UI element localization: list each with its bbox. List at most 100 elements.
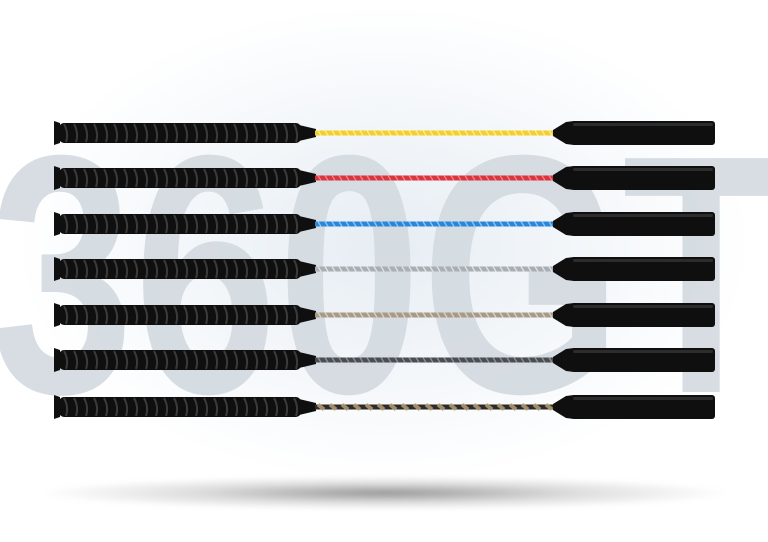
grip-wrap-ridge [263, 397, 269, 417]
grip-wrap-ridge [263, 350, 269, 370]
shaft-stripe [450, 312, 455, 318]
shaft-stripe [508, 402, 518, 412]
grip-wrap-ridge [193, 168, 199, 188]
grip-wrap-ridge [123, 123, 129, 143]
shaft-stripe [408, 266, 413, 272]
shaft-stripe [534, 357, 539, 363]
shaft-stripe [471, 221, 476, 227]
shaft-stripe [457, 175, 462, 181]
shaft-stripe [388, 402, 398, 412]
shaft-stripe [364, 402, 374, 412]
shaft-stripe [359, 221, 364, 227]
shaft-stripe [401, 130, 406, 136]
grip-wrap-ridge [133, 168, 139, 188]
grip-wrap-ridge [263, 305, 269, 325]
shaft-stripe [450, 221, 455, 227]
shaft-stripe [506, 175, 511, 181]
grip-wrap-ridge [263, 123, 269, 143]
shaft-stripe [422, 175, 427, 181]
shaft-stripe [380, 221, 385, 227]
shaft-stripe [422, 312, 427, 318]
shaft-stripe [464, 130, 469, 136]
shaft-stripe [471, 266, 476, 272]
grip-wrap-ridge [153, 305, 159, 325]
grip-wrap-ridge [213, 168, 219, 188]
grip-wrap-ridge [73, 123, 79, 143]
shaft-stripe [324, 357, 329, 363]
shaft-stripe [548, 130, 553, 136]
grip-wrap-ridge [293, 259, 299, 279]
shaft-stripe [373, 221, 378, 227]
grip-wrap-ridge [63, 123, 69, 143]
shaft-stripe [436, 175, 441, 181]
shaft-stripe [317, 357, 322, 363]
shaft-stripe [443, 357, 448, 363]
shaft-stripe [492, 221, 497, 227]
grip-wrap-ridge [123, 214, 129, 234]
shaft-stripe [472, 402, 482, 412]
shaft-stripe [429, 357, 434, 363]
shaft-stripe [499, 221, 504, 227]
shaft-stripe [436, 130, 441, 136]
popper-taper [553, 348, 574, 372]
handle-end-cap [54, 121, 60, 145]
shaft-stripe [429, 266, 434, 272]
shaft-stripe [443, 266, 448, 272]
grip-wrap-ridge [173, 397, 179, 417]
shaft-stripe [422, 266, 427, 272]
shaft-stripe [464, 266, 469, 272]
popper [571, 348, 715, 372]
grip-wrap-ridge [253, 214, 259, 234]
shaft-stripe [331, 175, 336, 181]
grip-wrap-ridge [103, 214, 109, 234]
shaft-stripe [415, 221, 420, 227]
grip-wrap-ridge [283, 168, 289, 188]
grip-wrap-ridge [243, 397, 249, 417]
grip-wrap-ridge [203, 350, 209, 370]
shaft-stripe [492, 266, 497, 272]
grip-wrap-ridge [203, 214, 209, 234]
shaft-stripe [424, 402, 434, 412]
grip-wrap-ridge [123, 259, 129, 279]
shaft-stripe [471, 357, 476, 363]
grip-wrap-ridge [273, 168, 279, 188]
shaft-stripe [548, 266, 553, 272]
handle-grip [59, 350, 301, 370]
shaft-stripe [331, 130, 336, 136]
grip-wrap-ridge [213, 259, 219, 279]
handle-grip [59, 397, 301, 417]
grip-wrap-ridge [233, 397, 239, 417]
shaft-stripe [380, 130, 385, 136]
handle-end-cap [54, 395, 60, 419]
handle-ferrule [299, 261, 316, 277]
grip-wrap-ridge [83, 397, 89, 417]
grip-wrap-ridge [273, 350, 279, 370]
popper-highlight [573, 305, 713, 308]
shaft-stripe [415, 175, 420, 181]
grip-wrap-ridge [153, 259, 159, 279]
shaft-stripe [520, 312, 525, 318]
grip-wrap-ridge [193, 214, 199, 234]
grip-wrap-ridge [73, 305, 79, 325]
shaft-stripe [394, 357, 399, 363]
shaft-stripe [422, 130, 427, 136]
grip-wrap-ridge [103, 397, 109, 417]
shaft-stripe [520, 175, 525, 181]
grip-wrap-ridge [193, 305, 199, 325]
shaft-stripe [492, 357, 497, 363]
shaft-stripe [352, 175, 357, 181]
grip-wrap-ridge [243, 168, 249, 188]
red-whip [54, 163, 716, 193]
grip-wrap-ridge [253, 350, 259, 370]
grip-wrap-ridge [143, 397, 149, 417]
shaft-stripe [408, 130, 413, 136]
shaft-stripe [492, 130, 497, 136]
grip-wrap-ridge [163, 168, 169, 188]
grip-wrap-ridge [73, 397, 79, 417]
grip-wrap-ridge [143, 259, 149, 279]
shaft-stripe [548, 312, 553, 318]
grip-wrap-ridge [233, 123, 239, 143]
shaft-stripe [387, 266, 392, 272]
grip-wrap-ridge [243, 214, 249, 234]
shaft-stripe [457, 266, 462, 272]
